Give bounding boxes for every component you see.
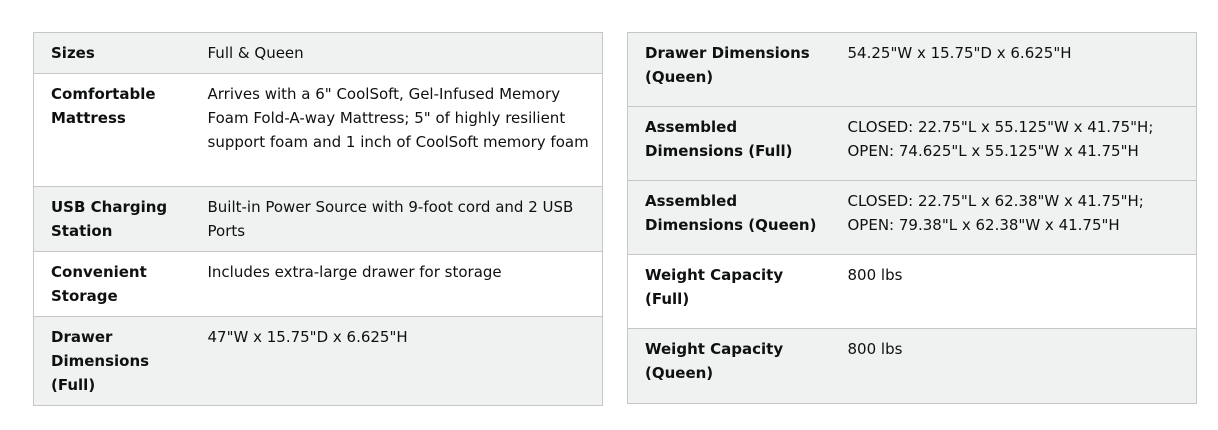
spec-value: Includes extra-large drawer for storage	[195, 251, 603, 317]
spec-value: Full & Queen	[195, 32, 603, 74]
spec-row: Comfortable Mattress Arrives with a 6" C…	[33, 73, 603, 187]
spec-row: Weight Capacity (Queen) 800 lbs	[627, 328, 1197, 404]
left-spec-table: Sizes Full & Queen Comfortable Mattress …	[33, 32, 603, 406]
spec-value: Built-in Power Source with 9-foot cord a…	[195, 186, 603, 252]
spec-value-line: 800 lbs	[847, 266, 903, 284]
spec-value-line: CLOSED: 22.75"L x 55.125"W x 41.75"H;	[847, 118, 1154, 136]
spec-key: Weight Capacity (Queen)	[627, 328, 836, 404]
spec-value: 800 lbs	[835, 254, 1197, 329]
spec-row: Assembled Dimensions (Full) CLOSED: 22.7…	[627, 106, 1197, 181]
spec-value: 54.25"W x 15.75"D x 6.625"H	[835, 32, 1197, 107]
spec-row: Convenient Storage Includes extra-large …	[33, 251, 603, 317]
spec-value: Arrives with a 6" CoolSoft, Gel-Infused …	[195, 73, 603, 187]
spec-value-line: 54.25"W x 15.75"D x 6.625"H	[847, 44, 1072, 62]
spec-row: Weight Capacity (Full) 800 lbs	[627, 254, 1197, 329]
spec-key: USB Charging Station	[33, 186, 196, 252]
spec-key: Weight Capacity (Full)	[627, 254, 836, 329]
spec-key: Sizes	[33, 32, 196, 74]
spec-row: Drawer Dimensions (Queen) 54.25"W x 15.7…	[627, 32, 1197, 107]
spec-row: Sizes Full & Queen	[33, 32, 603, 74]
spec-key: Drawer Dimensions (Full)	[33, 316, 196, 406]
spec-value: 800 lbs	[835, 328, 1197, 404]
spec-key: Comfortable Mattress	[33, 73, 196, 187]
spec-key: Assembled Dimensions (Full)	[627, 106, 836, 181]
spec-key: Convenient Storage	[33, 251, 196, 317]
spec-value: CLOSED: 22.75"L x 62.38"W x 41.75"H; OPE…	[835, 180, 1197, 255]
right-spec-table: Drawer Dimensions (Queen) 54.25"W x 15.7…	[627, 32, 1197, 404]
spec-value-line: CLOSED: 22.75"L x 62.38"W x 41.75"H;	[847, 192, 1144, 210]
spec-key: Drawer Dimensions (Queen)	[627, 32, 836, 107]
spec-value-line: OPEN: 79.38"L x 62.38"W x 41.75"H	[847, 216, 1120, 234]
spec-row: Drawer Dimensions (Full) 47"W x 15.75"D …	[33, 316, 603, 406]
spec-value-line: 800 lbs	[847, 340, 903, 358]
spec-row: USB Charging Station Built-in Power Sour…	[33, 186, 603, 252]
spec-key: Assembled Dimensions (Queen)	[627, 180, 836, 255]
spec-value: CLOSED: 22.75"L x 55.125"W x 41.75"H; OP…	[835, 106, 1197, 181]
spec-value: 47"W x 15.75"D x 6.625"H	[195, 316, 603, 406]
spec-value-line: OPEN: 74.625"L x 55.125"W x 41.75"H	[847, 142, 1139, 160]
spec-row: Assembled Dimensions (Queen) CLOSED: 22.…	[627, 180, 1197, 255]
